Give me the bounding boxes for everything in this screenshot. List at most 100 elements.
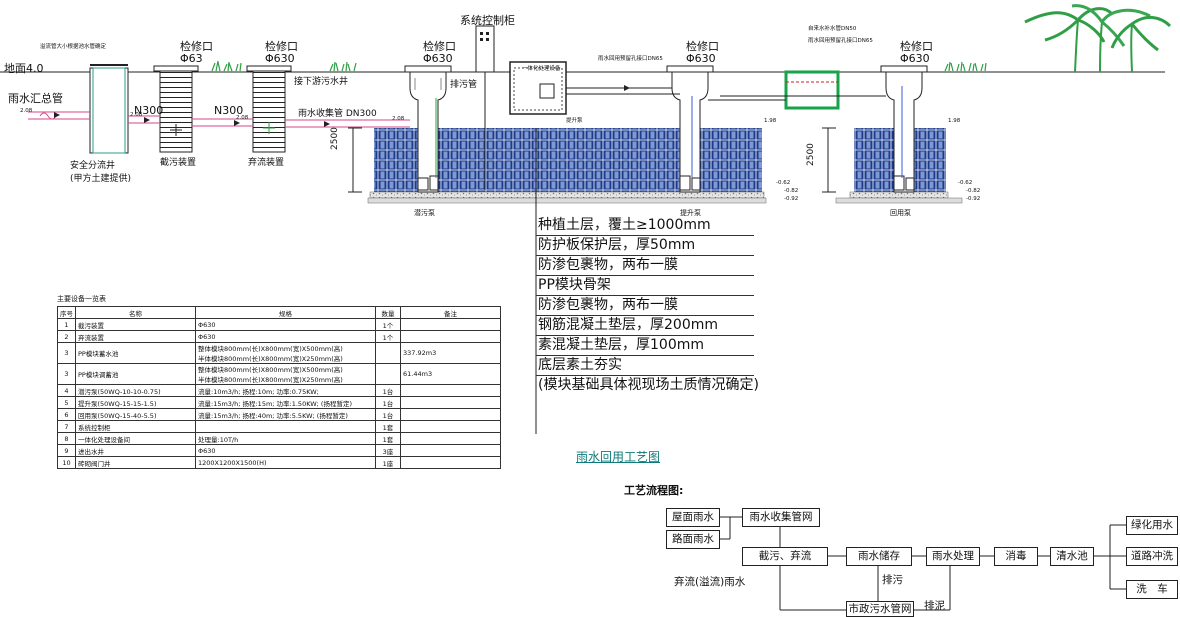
cell-spec: Φ630 bbox=[195, 330, 376, 343]
spec-line: 整体模块800mm(长)X800mm(宽)X500mm(高) bbox=[198, 345, 343, 353]
ground-level-label: 地面4.0 bbox=[4, 62, 44, 75]
cell-no: 6 bbox=[57, 408, 76, 421]
flow-car-wash: 洗 车 bbox=[1126, 580, 1178, 599]
cell-note bbox=[400, 384, 501, 397]
flow-road-rain: 路面雨水 bbox=[666, 530, 720, 549]
cell-no: 7 bbox=[57, 420, 76, 433]
flow-drain-label-1: 排污 bbox=[882, 574, 903, 586]
flow-intercept-divert: 截污、弃流 bbox=[742, 547, 828, 566]
reuse-pipe-label-a: 雨水回用预留孔接口DN65 bbox=[598, 56, 663, 62]
interceptor-label: 截污装置 bbox=[160, 158, 197, 168]
flow-roof-rain: 屋面雨水 bbox=[666, 508, 720, 527]
flow-green-use: 绿化用水 bbox=[1126, 516, 1178, 535]
layer-item: 防渗包裹物，两布一膜 bbox=[536, 296, 754, 316]
table-header-row: 序号 名称 规格 数量 备注 bbox=[57, 306, 501, 319]
cell-name: 一体化处理设备间 bbox=[75, 432, 196, 445]
drain-pipe-label: 排污管 bbox=[450, 80, 478, 90]
elevation-092a: -0.92 bbox=[784, 196, 799, 202]
flow-disinfect: 消毒 bbox=[994, 547, 1038, 566]
cell-no: 4 bbox=[57, 384, 76, 397]
flow-municipal-sewer: 市政污水管网 bbox=[846, 601, 914, 617]
cell-spec: 流量:15m3/h; 扬程:40m; 功率:5.5KW; (扬程暂定) bbox=[195, 408, 376, 421]
interceptor-device bbox=[159, 69, 193, 153]
cell-spec: Φ630 bbox=[195, 444, 376, 457]
cell-name: PP模块蓄水池 bbox=[75, 342, 196, 364]
header-qty: 数量 bbox=[375, 306, 401, 319]
cell-name: PP模块调蓄池 bbox=[75, 363, 196, 385]
layer-item: (模块基础具体视现场土质情况确定) bbox=[538, 377, 759, 393]
flow-drain-label-2: 排泥 bbox=[924, 600, 945, 612]
cell-no: 5 bbox=[57, 396, 76, 409]
diagram-title: 雨水回用工艺图 bbox=[576, 450, 661, 464]
inspection-port-label-5: 检修口 bbox=[900, 40, 933, 53]
lift-pump-label: 提升泵 bbox=[680, 209, 701, 217]
cell-no: 1 bbox=[57, 318, 76, 331]
elevation-062b: -0.62 bbox=[958, 180, 973, 186]
elevation-092b: -0.92 bbox=[966, 196, 981, 202]
spec-line: 整体模块800mm(长)X800mm(宽)X500mm(高) bbox=[198, 366, 343, 374]
pump-box-label: 提升泵 bbox=[566, 118, 583, 124]
layer-item: 防护板保护层，厚50mm bbox=[536, 236, 754, 256]
inspection-port-label-1: 检修口 bbox=[180, 40, 213, 53]
diameter-label-3: Φ630 bbox=[423, 52, 453, 65]
integrated-equipment bbox=[509, 61, 680, 115]
n300-label-b: N300 bbox=[214, 104, 244, 117]
flow-treatment: 雨水处理 bbox=[926, 547, 980, 566]
diverter-device bbox=[252, 69, 286, 153]
cell-qty: 1座 bbox=[375, 456, 401, 469]
cell-qty: 1台 bbox=[375, 396, 401, 409]
elevation-208a: 2.08 bbox=[20, 108, 33, 114]
elevation-208c: 2.08 bbox=[236, 115, 249, 121]
cell-no: 2 bbox=[57, 330, 76, 343]
inspection-shaft-2 bbox=[666, 65, 714, 193]
layer-item: 钢筋混凝土垫层，厚200mm bbox=[536, 316, 754, 336]
layer-item: PP模块骨架 bbox=[536, 276, 754, 296]
reuse-pipe-label-b: 雨水回用预留孔接口DN65 bbox=[808, 38, 873, 44]
flow-arrows bbox=[54, 112, 330, 127]
rain-pipes bbox=[28, 111, 410, 128]
spec-line: 流量:15m3/h; 扬程:15m; 功率:1.50KW; (扬程暂定) bbox=[198, 399, 352, 408]
construction-layers: 种植土层，覆土≥1000mm 防护板保护层，厚50mm 防渗包裹物，两布一膜 P… bbox=[536, 216, 759, 395]
spec-line: 半体模块800mm(长)X800mm(宽)X250mm(高) bbox=[198, 355, 343, 363]
inspection-shaft-3 bbox=[880, 65, 928, 193]
layer-item: 底层素土夯实 bbox=[536, 356, 754, 376]
cell-no: 10 bbox=[57, 456, 76, 469]
flow-overflow-label: 弃流(溢流)雨水 bbox=[674, 576, 746, 588]
cell-qty: 1台 bbox=[375, 384, 401, 397]
cell-spec bbox=[195, 420, 376, 433]
cell-name: 弃流装置 bbox=[75, 330, 196, 343]
elevation-198a: 1.98 bbox=[764, 118, 777, 124]
layer-item: 种植土层，覆土≥1000mm bbox=[536, 216, 754, 236]
grass-tufts bbox=[211, 60, 987, 72]
diameter-label-1: Φ63 bbox=[180, 52, 203, 65]
cell-note bbox=[400, 318, 501, 331]
cell-qty: 1个 bbox=[375, 318, 401, 331]
cell-no: 3 bbox=[57, 342, 76, 364]
inspection-port-label-2: 检修口 bbox=[265, 40, 298, 53]
palm-trees bbox=[1024, 4, 1172, 73]
cell-no: 3 bbox=[57, 363, 76, 385]
height-dimension-a: 2500 bbox=[330, 127, 340, 150]
cell-note bbox=[400, 420, 501, 433]
cell-name: 系统控制柜 bbox=[75, 420, 196, 433]
cell-note bbox=[400, 396, 501, 409]
flow-connectors bbox=[718, 516, 1126, 611]
cell-qty bbox=[375, 363, 401, 385]
reuse-pipes bbox=[691, 86, 903, 178]
cell-qty: 1套 bbox=[375, 432, 401, 445]
spec-line: 流量:15m3/h; 扬程:40m; 功率:5.5KW; (扬程暂定) bbox=[198, 411, 348, 420]
cell-note bbox=[400, 432, 501, 445]
flow-road-wash: 道路冲洗 bbox=[1126, 547, 1178, 566]
cell-note: 337.92m3 bbox=[400, 342, 501, 364]
spec-line: 流量:10m3/h; 扬程:10m; 功率:0.75KW; bbox=[198, 387, 319, 396]
auto-water-pipe-label: 自来水补水管DN50 bbox=[808, 26, 857, 32]
cell-spec: 整体模块800mm(长)X800mm(宽)X500mm(高) 半体模块800mm(… bbox=[195, 342, 376, 364]
